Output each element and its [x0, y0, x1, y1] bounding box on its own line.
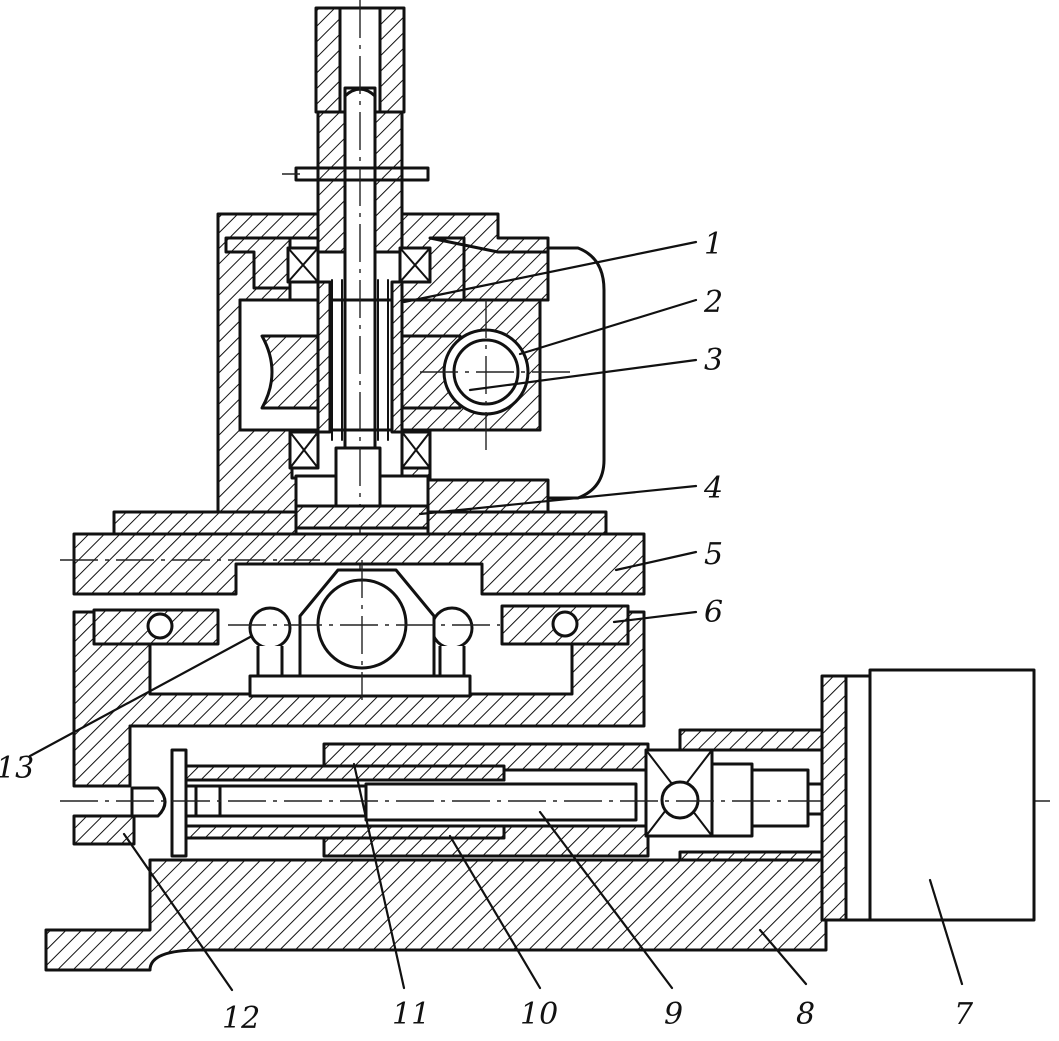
- label-11: 11: [392, 997, 430, 1032]
- label-1: 1: [704, 227, 723, 262]
- label-3: 3: [704, 343, 723, 378]
- label-12: 12: [222, 1001, 260, 1036]
- label-2: 2: [703, 285, 723, 320]
- label-7: 7: [954, 997, 974, 1032]
- motor: [820, 668, 1036, 922]
- base: [44, 814, 828, 972]
- label-4: 4: [703, 471, 723, 506]
- table-plate: [60, 532, 646, 596]
- leader-lines: [28, 240, 964, 992]
- label-6: 6: [704, 595, 723, 630]
- spring: [331, 279, 389, 441]
- middle-housing: [72, 560, 646, 788]
- upper-housing: [112, 0, 608, 700]
- label-5: 5: [704, 537, 723, 572]
- label-9: 9: [664, 997, 683, 1032]
- part-labels: 1 2 3 4 5 6 7 8 9 10 11 12 13: [0, 227, 974, 1036]
- lower-assembly: [60, 728, 1050, 864]
- label-13: 13: [0, 751, 34, 786]
- label-8: 8: [796, 997, 815, 1032]
- label-10: 10: [520, 997, 558, 1032]
